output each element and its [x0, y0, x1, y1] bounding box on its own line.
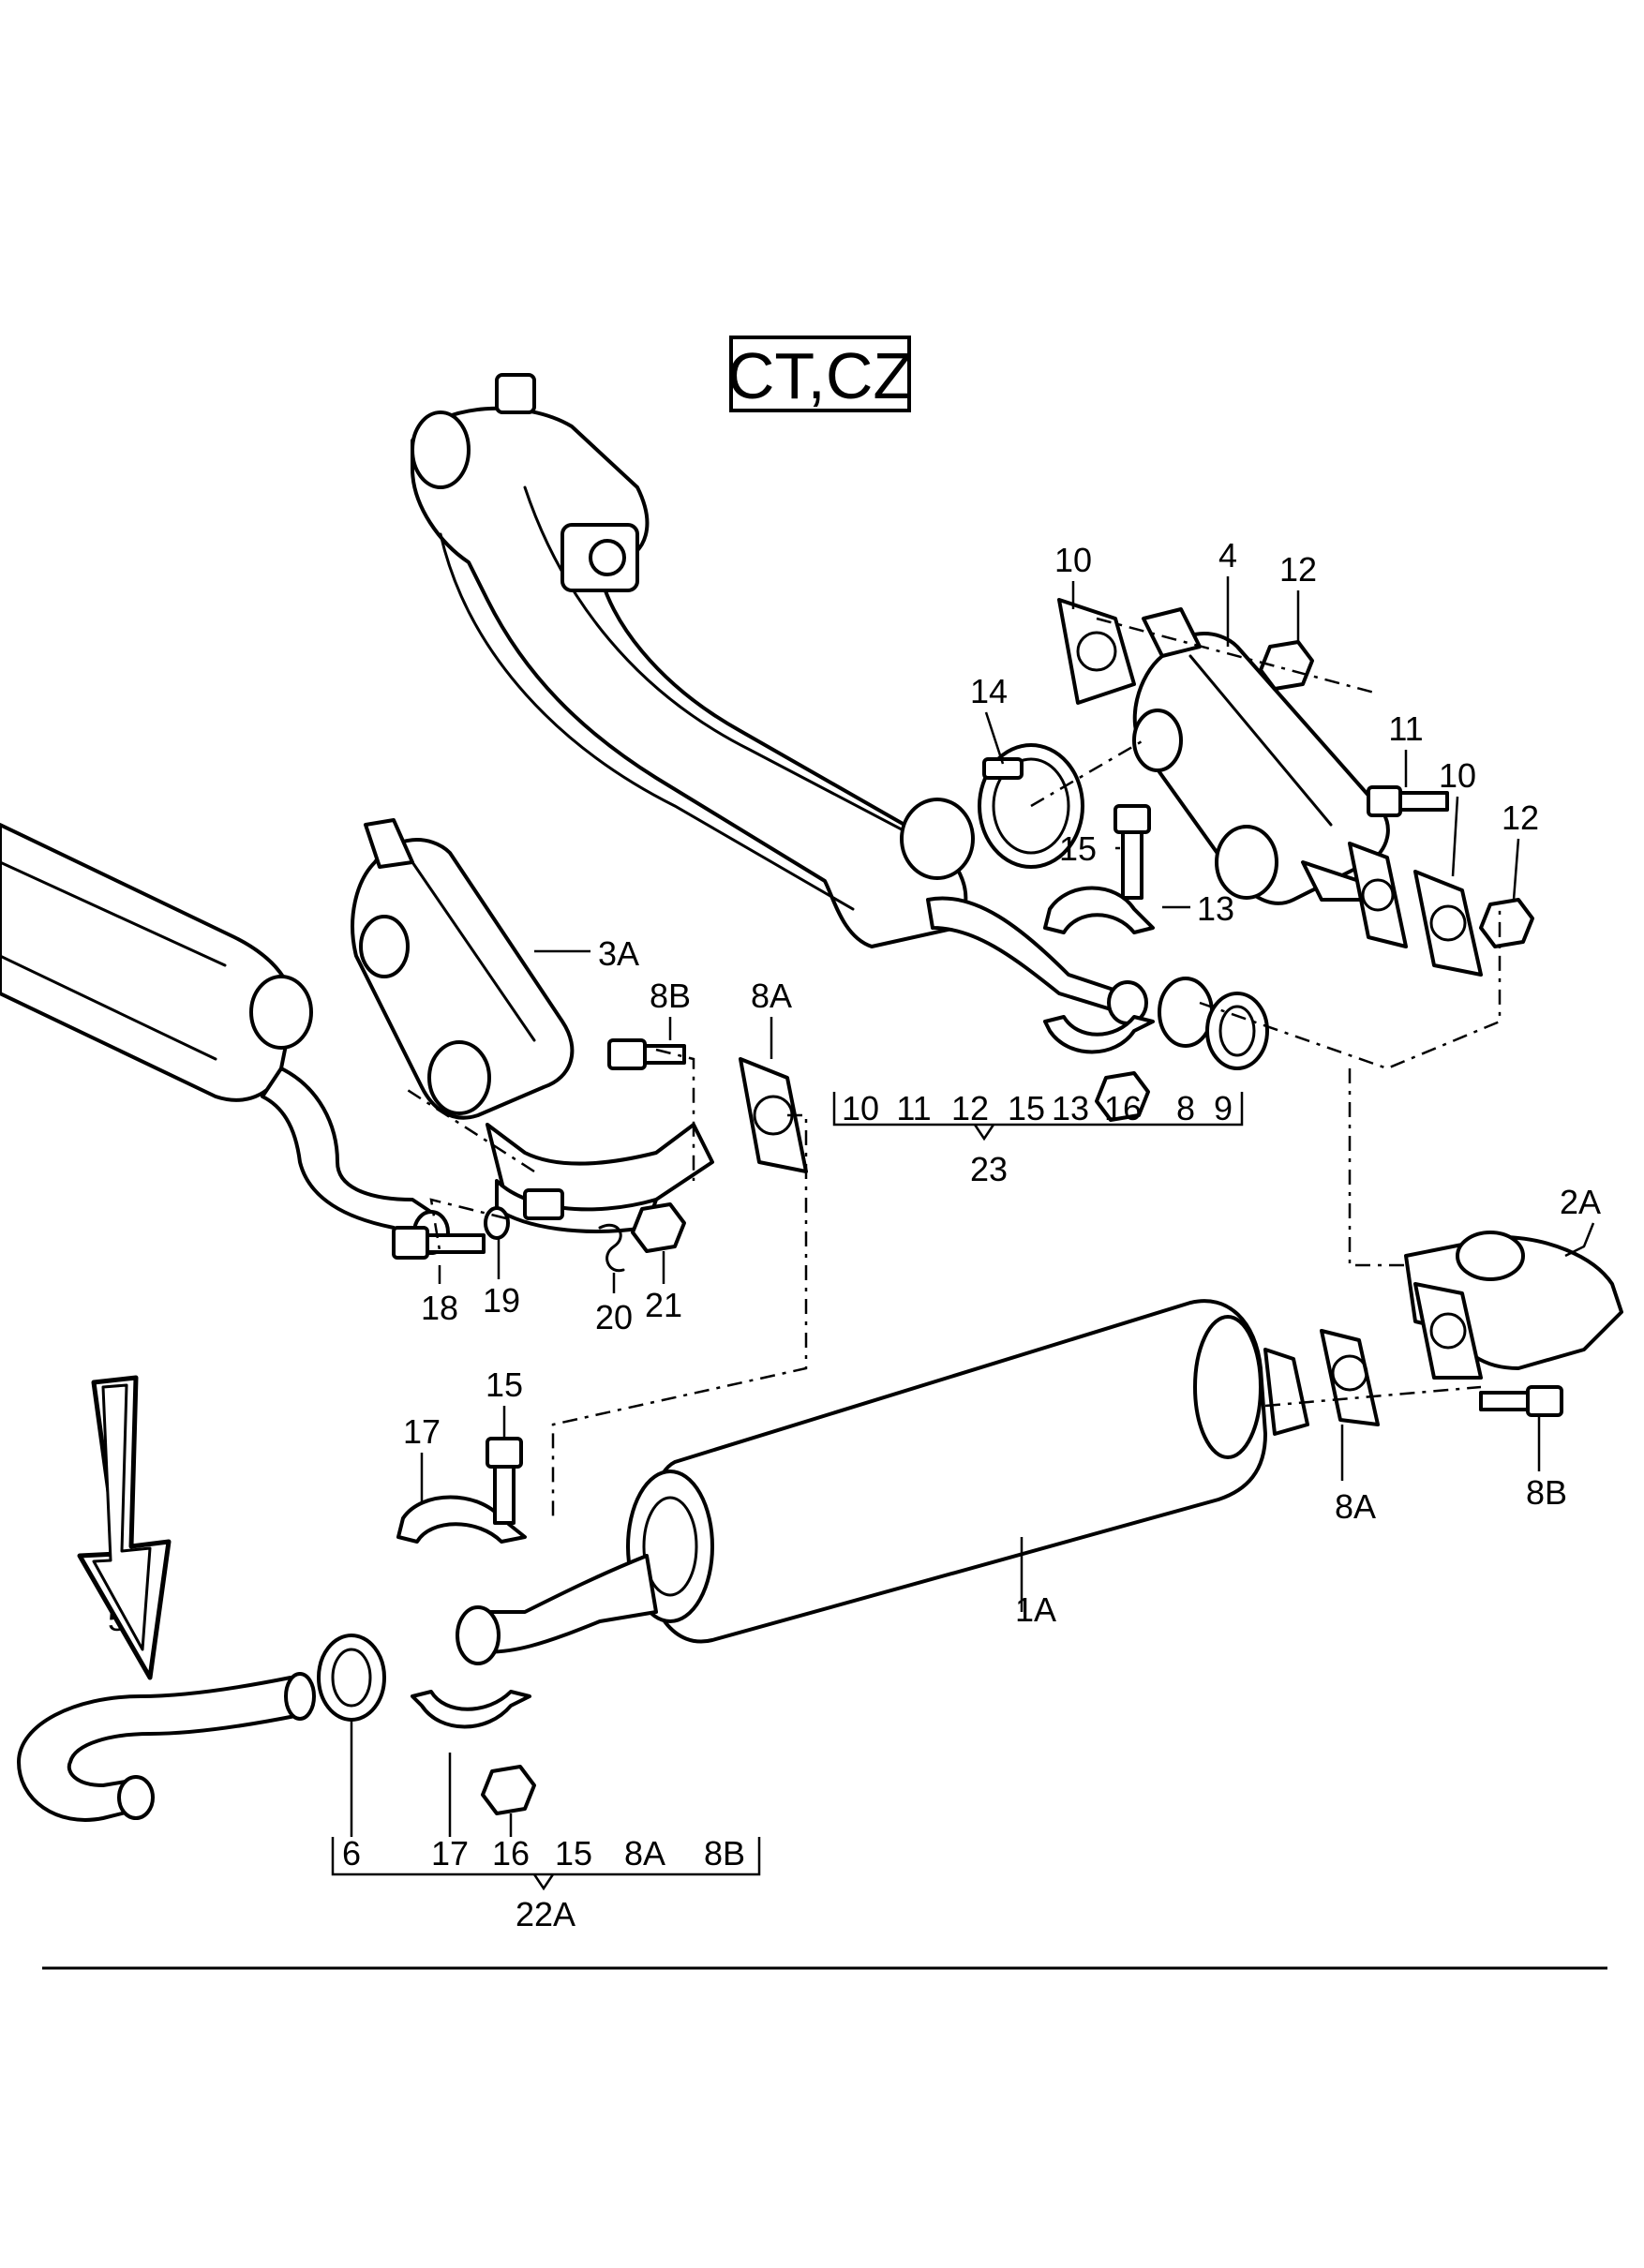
callout-label: 8A — [751, 977, 792, 1015]
kit-23-bracket — [832, 1092, 1244, 1141]
kit-22a-item: 15 — [555, 1834, 592, 1873]
callout-label: 15 — [486, 1365, 523, 1404]
kit-23-item: 16 — [1104, 1089, 1142, 1127]
callout-label: 8B — [1526, 1473, 1567, 1512]
part-2a-elbow — [1404, 1231, 1623, 1380]
flange-small — [1348, 842, 1408, 948]
kit-22a-item: 8A — [624, 1834, 665, 1873]
nut-12-right — [1479, 898, 1534, 948]
variant-title-text: CT,CZ — [727, 339, 913, 412]
callout-label: 20 — [595, 1298, 633, 1336]
gasket-10-right — [1413, 870, 1483, 977]
kit-23-total: 23 — [970, 1150, 1008, 1188]
bolt-15-lower — [486, 1437, 523, 1525]
kit-23-item: 10 — [842, 1089, 879, 1127]
part-1a-muffler — [456, 1299, 1309, 1665]
gasket-8a-lower — [1320, 1329, 1380, 1426]
seal-9 — [1205, 992, 1269, 1070]
kit-22a-item: 17 — [431, 1834, 469, 1873]
kit-22a-total: 22A — [516, 1895, 575, 1933]
callout-label: 19 — [483, 1281, 520, 1320]
elbow-pipe-3a — [486, 1123, 714, 1233]
bolt-8b-lower — [1479, 1385, 1563, 1417]
half-clamp-17-upper — [396, 1495, 527, 1544]
nut-16-upper — [1095, 1071, 1150, 1122]
kit-23-item: 8 — [1176, 1089, 1195, 1127]
bolt-18 — [392, 1226, 486, 1260]
heat-exchanger-right — [411, 373, 1148, 1025]
callout-label: 10 — [1439, 756, 1476, 795]
ring-8 — [1158, 977, 1214, 1048]
clip-20 — [598, 1224, 625, 1273]
gasket-10-top — [1057, 598, 1136, 705]
callout-label: 14 — [970, 672, 1008, 710]
variant-title: CT,CZ — [727, 336, 913, 412]
heat-exchanger-left — [0, 823, 450, 1255]
pointer-arrow-icon — [77, 1375, 172, 1680]
bolt-11 — [1367, 785, 1449, 817]
kit-23-item: 12 — [951, 1089, 989, 1127]
callout-label: 10 — [1054, 541, 1092, 579]
half-clamp-13-lower — [1043, 1015, 1155, 1054]
callout-label: 1A — [1015, 1590, 1056, 1629]
kit-23-item: 11 — [896, 1089, 931, 1127]
kit-23-item: 13 — [1052, 1089, 1089, 1127]
bolt-8b-upper — [607, 1038, 686, 1070]
part-5-tailpipe — [17, 1672, 316, 1822]
callout-label: 11 — [1388, 709, 1423, 748]
kit-22a-bracket — [331, 1837, 761, 1891]
callout-label: 13 — [1197, 889, 1234, 928]
kit-22a-item: 16 — [492, 1834, 530, 1873]
callout-label: 15 — [1059, 829, 1097, 868]
callout-label: 17 — [403, 1412, 441, 1451]
callout-label: 12 — [1279, 550, 1317, 589]
callout-label: 2A — [1560, 1183, 1601, 1221]
half-clamp-13-upper — [1043, 886, 1155, 934]
callout-label: 21 — [645, 1286, 682, 1324]
washer-19 — [484, 1206, 510, 1240]
callout-leaders — [350, 576, 1595, 1837]
bolt-15-upper — [1113, 804, 1151, 900]
callout-label: 18 — [421, 1289, 458, 1327]
kit-23-item: 9 — [1214, 1089, 1233, 1127]
kit-23-items: 10 11 12 15 13 16 8 9 23 — [842, 1089, 1233, 1188]
kit-22a-items: 6 17 16 15 8A 8B 22A — [342, 1834, 745, 1933]
nut-21 — [631, 1202, 686, 1253]
part-3a-muffler-box — [351, 818, 575, 1120]
kit-22a-item: 8B — [704, 1834, 745, 1873]
callout-label: 3A — [598, 934, 639, 973]
nut-16-lower — [481, 1765, 536, 1815]
callout-label: 8B — [650, 977, 691, 1015]
seal-6 — [317, 1634, 386, 1722]
callout-label: 12 — [1502, 798, 1539, 837]
kit-23-item: 15 — [1008, 1089, 1045, 1127]
assembly-lines — [402, 617, 1502, 1518]
callouts: 10 4 12 14 11 10 12 15 13 3A 8B 8A 18 19… — [108, 536, 1601, 1638]
part-4-muffler-box — [1132, 607, 1390, 905]
kit-22a-item: 6 — [342, 1834, 361, 1873]
callout-label: 4 — [1218, 536, 1237, 574]
callout-label: 8A — [1335, 1487, 1376, 1526]
half-clamp-17-lower — [411, 1690, 531, 1729]
